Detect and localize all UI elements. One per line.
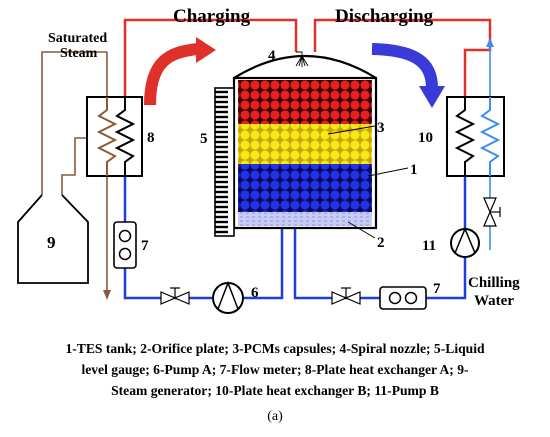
caption-line-1: 1-TES tank; 2-Orifice plate; 3-PCMs caps… <box>65 341 485 356</box>
steam-generator <box>17 194 89 284</box>
charging-arrow <box>144 37 216 106</box>
figure-caption: 1-TES tank; 2-Orifice plate; 3-PCMs caps… <box>0 338 550 401</box>
pump-a-icon <box>212 280 244 314</box>
spiral-nozzle-icon <box>295 51 309 67</box>
hot-capsule-layer <box>238 80 372 124</box>
label-5: 5 <box>200 131 208 147</box>
orifice-plate <box>238 212 372 226</box>
pump-b-icon <box>450 227 480 258</box>
flow-meter-left-icon <box>113 221 137 269</box>
label-11: 11 <box>422 238 436 254</box>
water-label: Water <box>474 293 514 309</box>
flow-meter-bottom-icon <box>379 286 427 310</box>
hot-pipes <box>123 18 492 97</box>
leader-lines <box>327 125 409 239</box>
heat-exchanger-a <box>86 96 143 177</box>
caption-line-3: Steam generator; 10-Plate heat exchanger… <box>111 383 439 398</box>
label-1: 1 <box>410 162 418 178</box>
valve-chilling-icon <box>483 197 501 227</box>
charging-label: Charging <box>173 6 251 27</box>
heat-exchanger-b <box>446 96 505 177</box>
label-6: 6 <box>251 285 259 301</box>
subfigure-label: (a) <box>267 409 283 424</box>
label-8: 8 <box>147 130 155 146</box>
label-3: 3 <box>377 120 385 136</box>
discharging-label: Discharging <box>335 6 434 27</box>
liquid-level-gauge <box>214 87 235 237</box>
valve-left-icon <box>160 287 190 305</box>
label-7-left: 7 <box>141 238 149 254</box>
label-7-bottom: 7 <box>433 281 441 297</box>
tes-tank <box>232 55 378 230</box>
label-2: 2 <box>377 235 385 251</box>
chilling-label: Chilling <box>468 275 520 291</box>
steam-line <box>41 51 111 300</box>
label-4: 4 <box>268 48 276 64</box>
discharging-arrow <box>371 43 445 108</box>
caption-line-2: level gauge; 6-Pump A; 7-Flow meter; 8-P… <box>81 362 469 377</box>
cold-capsule-layer <box>238 164 372 212</box>
valve-bottom-icon <box>331 287 361 305</box>
label-9: 9 <box>47 233 56 252</box>
saturated-label: Saturated <box>48 31 107 46</box>
label-10: 10 <box>418 130 433 146</box>
steam-label: Steam <box>60 46 98 61</box>
